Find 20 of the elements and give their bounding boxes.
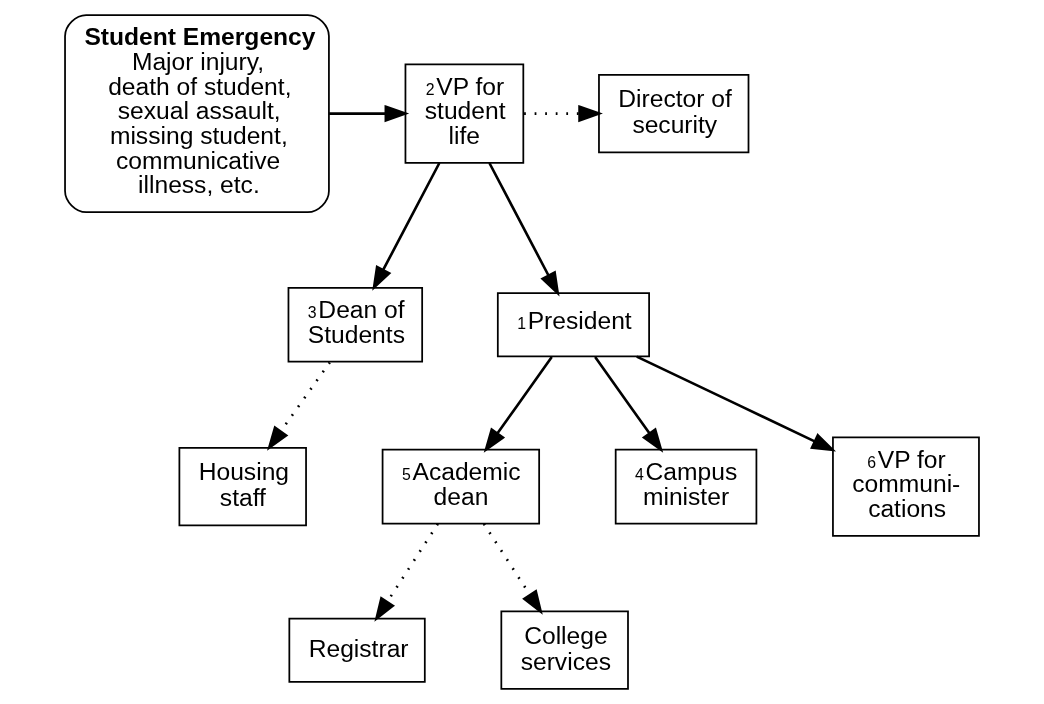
arrow: [636, 355, 837, 452]
node-box: 1President: [496, 292, 650, 358]
node-box: 4Campus minister: [614, 448, 758, 525]
node-box: Student Emergency Major injury, death of student, sexual assault, missing student, communicative illness, etc.: [64, 14, 330, 213]
arrow: [524, 105, 603, 123]
node-box: Director of security: [598, 74, 750, 154]
arrow: [488, 162, 560, 297]
node-box: 6VP for communi- cations: [832, 436, 980, 537]
arrow: [374, 523, 439, 622]
node-box: 5Academic dean: [381, 448, 541, 525]
arrow: [594, 356, 664, 453]
node-box: College services: [500, 610, 629, 690]
arrow: [372, 162, 441, 291]
node-box: Housing staff: [178, 447, 307, 527]
arrow: [267, 361, 331, 451]
arrow: [483, 356, 553, 453]
node-box: 2VP for student life: [404, 63, 525, 164]
node-box: Registrar: [288, 617, 426, 683]
arrow: [482, 523, 543, 615]
arrow: [329, 105, 410, 123]
